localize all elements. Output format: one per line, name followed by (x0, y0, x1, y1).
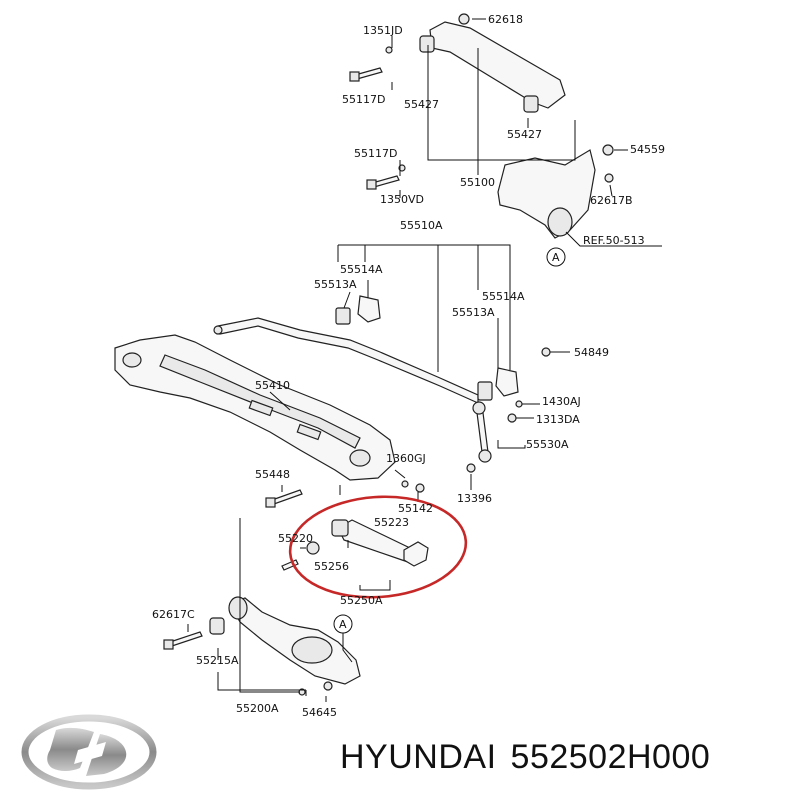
stab-bracket-2 (495, 367, 519, 397)
crossmember-mount-left (122, 352, 142, 368)
label-55530a: 55530A (526, 438, 569, 451)
label-55142: 55142 (398, 502, 433, 515)
label-ref-a-bottom: A (339, 618, 347, 631)
label-54559: 54559 (630, 143, 665, 156)
label-55514a-b: 55514A (482, 290, 525, 303)
bushing-55215a (209, 617, 225, 635)
stab-bushing-2 (477, 381, 493, 401)
bushing-mid (523, 95, 539, 113)
bolt-head-upper-2 (366, 179, 377, 190)
crossmember-slot-1 (248, 399, 274, 417)
leader-lines-lower (187, 518, 353, 702)
bolt-head-55448 (265, 497, 276, 508)
brand-name: HYUNDAI (340, 738, 497, 776)
label-55513a-b: 55513A (452, 306, 495, 319)
label-55200a: 55200A (236, 702, 279, 715)
hyundai-logo-icon (21, 714, 157, 790)
nut-62618 (458, 13, 470, 25)
knuckle-hub (547, 207, 573, 237)
lateral-link-ball-joint (403, 541, 429, 567)
label-55410: 55410 (255, 379, 290, 392)
label-1350vd: 1350VD (380, 193, 424, 206)
lower-arm-spring-seat (291, 636, 333, 664)
label-55510a: 55510A (400, 219, 443, 232)
crossmember-mount-right (349, 449, 371, 467)
leader-lines-top (391, 18, 662, 247)
label-1313da: 1313DA (536, 413, 580, 426)
bolt-head-upper-1 (349, 71, 360, 82)
bolt-head-62617c (163, 639, 174, 650)
ref-circle-top (546, 247, 566, 267)
stab-bushing-1 (335, 307, 351, 325)
nut-54559 (602, 144, 614, 156)
stabilizer-assembly (213, 295, 551, 473)
bolt-55142 (415, 483, 425, 493)
label-55250a: 55250A (340, 594, 383, 607)
washer-1360gj (401, 480, 409, 488)
label-62617c: 62617C (152, 608, 195, 621)
nut-54645 (323, 681, 333, 691)
bushing-55256 (306, 541, 320, 555)
stab-bracket-1 (357, 295, 381, 323)
bushing-top (419, 35, 435, 53)
crossmember-inner-rail (159, 354, 361, 449)
lower-arm-bushing (228, 596, 248, 620)
lower-arm-assembly (163, 596, 361, 696)
label-55117d-a: 55117D (342, 93, 385, 106)
label-55448: 55448 (255, 468, 290, 481)
bolt-1430aj (515, 400, 523, 408)
label-13396: 13396 (457, 492, 492, 505)
upper-arm-assembly (349, 13, 614, 239)
nut-1313da (507, 413, 517, 423)
bolt-54849 (541, 347, 551, 357)
highlight-circle (288, 495, 468, 599)
label-55514a-a: 55514A (340, 263, 383, 276)
label-55220: 55220 (278, 532, 313, 545)
crossmember-assembly (114, 334, 409, 508)
washer-1351jd (385, 46, 393, 54)
lateral-link-bushing (331, 519, 349, 537)
leader-lines-crossmember (269, 391, 406, 495)
lateral-link-assembly (281, 483, 429, 571)
label-55223: 55223 (374, 516, 409, 529)
nut-13396 (466, 463, 476, 473)
label-ref: REF.50-513 (583, 234, 645, 247)
lower-control-arm (229, 597, 361, 685)
crossmember-slot-2 (296, 423, 322, 441)
stab-end-left (213, 325, 223, 335)
label-62617b: 62617B (590, 194, 633, 207)
label-55513a-a: 55513A (314, 278, 357, 291)
label-54849: 54849 (574, 346, 609, 359)
bolt-62617b (604, 173, 614, 183)
brand-logo (20, 712, 158, 792)
bolt-62617c (169, 631, 203, 647)
upper-control-arm (429, 21, 566, 109)
bolt-55448 (271, 489, 303, 505)
label-54645: 54645 (302, 706, 337, 719)
label-55100: 55100 (460, 176, 495, 189)
ref-circle-bottom (333, 614, 353, 634)
rear-knuckle (497, 149, 596, 239)
label-55256: 55256 (314, 560, 349, 573)
label-ref-a-top: A (552, 251, 560, 264)
label-55427-b: 55427 (507, 128, 542, 141)
leader-lines-stab (337, 244, 570, 490)
label-62618: 62618 (488, 13, 523, 26)
label-1351jd: 1351JD (363, 24, 403, 37)
label-1430aj: 1430AJ (542, 395, 581, 408)
part-number: 552502H000 (510, 738, 711, 776)
label-55117d-b: 55117D (354, 147, 397, 160)
part-labels: 62618 1351JD 55117D 55427 55427 55117D 5… (152, 13, 665, 719)
label-1360gj: 1360GJ (386, 452, 426, 465)
link-ball-top (472, 401, 486, 415)
label-55215a: 55215A (196, 654, 239, 667)
link-ball-bottom (478, 449, 492, 463)
product-title: HYUNDAI 552502H000 (340, 738, 724, 777)
label-55427-a: 55427 (404, 98, 439, 111)
